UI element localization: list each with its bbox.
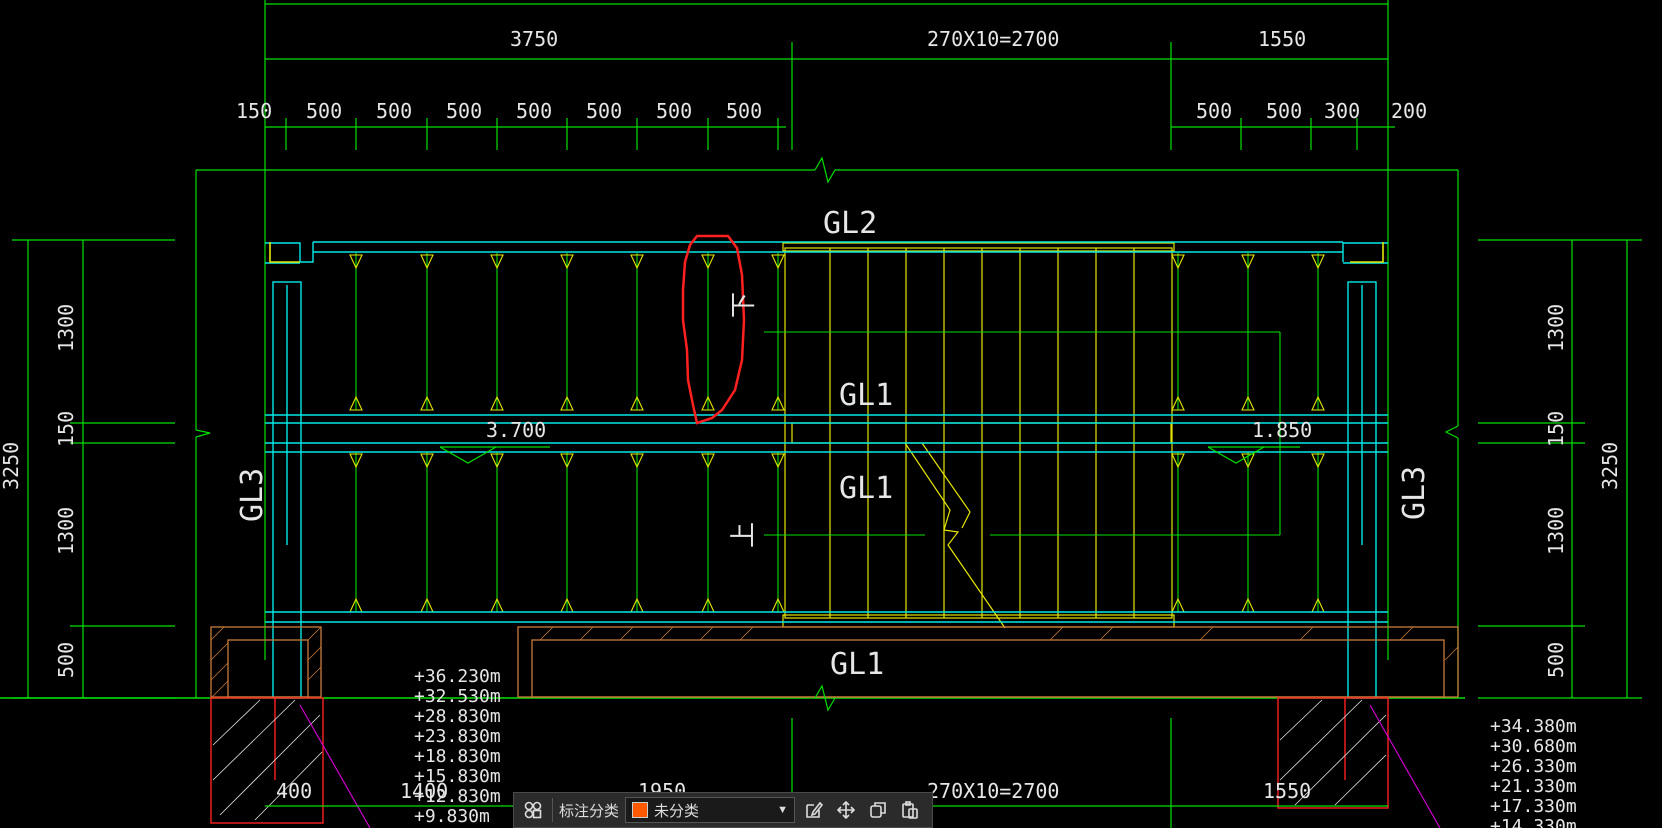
- label-gl1-bottom: GL1: [830, 647, 884, 682]
- elevation-left: +12.830m: [414, 786, 501, 807]
- dim-left-1300-top: 1300: [54, 304, 78, 352]
- dim-right-500: 500: [1544, 642, 1568, 678]
- dim-right-1300-top: 1300: [1544, 304, 1568, 352]
- column-size-400: 400: [276, 779, 312, 803]
- elevation-right: +30.680m: [1490, 736, 1577, 757]
- dim-500-d: 500: [516, 99, 552, 123]
- dim-top-2700: 270X10=2700: [927, 27, 1059, 51]
- label-gl3-left: GL3: [235, 468, 270, 522]
- dim-left-1300-bottom: 1300: [54, 507, 78, 555]
- dim-right-1300-bottom: 1300: [1544, 507, 1568, 555]
- foundation-hatching: [210, 626, 1459, 698]
- elevation-left: +9.830m: [414, 806, 490, 827]
- elevation-right: +21.330m: [1490, 776, 1577, 797]
- dim-500-h: 500: [1196, 99, 1232, 123]
- label-up: 上: [729, 522, 759, 548]
- footings: [210, 697, 1389, 824]
- structural-labels: GL2 GL1 GL1 GL1 GL3 GL3 下 上 3.700 1.850 …: [235, 206, 1432, 803]
- dim-left-3250: 3250: [0, 442, 23, 490]
- footing-hatch: [212, 699, 1387, 821]
- dim-bottom-2700: 270X10=2700: [927, 779, 1059, 803]
- dim-top-1550: 1550: [1258, 27, 1306, 51]
- elevation-left: +36.230m: [414, 666, 501, 687]
- elevation-left: +15.830m: [414, 766, 501, 787]
- dim-500-f: 500: [656, 99, 692, 123]
- dim-500-b: 500: [376, 99, 412, 123]
- baluster-triangles: [349, 254, 1325, 613]
- grid-icon[interactable]: [520, 797, 546, 823]
- chevron-down-icon: ▼: [777, 804, 789, 816]
- dim-500-g: 500: [726, 99, 762, 123]
- dim-150: 150: [236, 99, 272, 123]
- category-value: 未分类: [654, 802, 700, 820]
- dim-left-150: 150: [54, 411, 78, 447]
- move-icon[interactable]: [833, 797, 859, 823]
- dim-top-3750: 3750: [510, 27, 558, 51]
- elevation-left: +28.830m: [414, 706, 501, 727]
- dim-200: 200: [1391, 99, 1427, 123]
- label-down: 下: [729, 292, 759, 318]
- foundation-slab: [210, 626, 1459, 698]
- elevation-right: +14.330m: [1490, 816, 1577, 828]
- toolbar-label: 标注分类: [559, 802, 620, 820]
- paste-icon[interactable]: [897, 797, 923, 823]
- level-markers: [439, 446, 1300, 464]
- dim-500-a: 500: [306, 99, 342, 123]
- elevation-right: +17.330m: [1490, 796, 1577, 817]
- dim-bottom-1400: 1400: [400, 779, 448, 803]
- elevation-left: +32.530m: [414, 686, 501, 707]
- dim-right-150: 150: [1544, 411, 1568, 447]
- bracket-marks: [269, 242, 1384, 263]
- category-select[interactable]: 未分类 ▼: [625, 797, 796, 823]
- level-3700: 3.700: [486, 418, 546, 442]
- magenta-lines: [299, 704, 1441, 828]
- dim-500-e: 500: [586, 99, 622, 123]
- dim-500-c: 500: [446, 99, 482, 123]
- dim-left-500: 500: [54, 642, 78, 678]
- elevation-left: +18.830m: [414, 746, 501, 767]
- steel-beams: [265, 241, 1388, 699]
- side-dimension-text: 1300 150 1300 500 3250 1300 150 1300 500…: [0, 304, 1622, 678]
- label-gl1-top: GL1: [839, 378, 893, 413]
- annotation-toolbar: 标注分类 未分类 ▼: [513, 792, 933, 828]
- top-dimension-text: 3750 270X10=2700 1550 150 500 500 500 50…: [236, 27, 1427, 123]
- top-dimension-lines: [195, 0, 1459, 698]
- label-gl1-mid: GL1: [839, 471, 893, 506]
- dim-right-3250: 3250: [1598, 442, 1622, 490]
- category-color-swatch: [632, 802, 649, 818]
- level-1850: 1.850: [1252, 418, 1312, 442]
- elevations-left: +36.230m +32.530m +28.830m +23.830m +18.…: [414, 666, 501, 827]
- elevation-left: +23.830m: [414, 726, 501, 747]
- revision-cloud[interactable]: [681, 234, 746, 425]
- toolbar-divider: [552, 798, 553, 822]
- label-gl3-right: GL3: [1397, 466, 1432, 520]
- label-gl2: GL2: [823, 206, 877, 241]
- edit-icon[interactable]: [801, 797, 827, 823]
- dim-500-i: 500: [1266, 99, 1302, 123]
- dim-bottom-1550: 1550: [1263, 779, 1311, 803]
- dim-300: 300: [1324, 99, 1360, 123]
- elevations-right: +34.380m +30.680m +26.330m +21.330m +17.…: [1490, 716, 1577, 828]
- elevation-right: +34.380m: [1490, 716, 1577, 737]
- copy-icon[interactable]: [865, 797, 891, 823]
- elevation-right: +26.330m: [1490, 756, 1577, 777]
- railing-balusters: [355, 253, 1319, 612]
